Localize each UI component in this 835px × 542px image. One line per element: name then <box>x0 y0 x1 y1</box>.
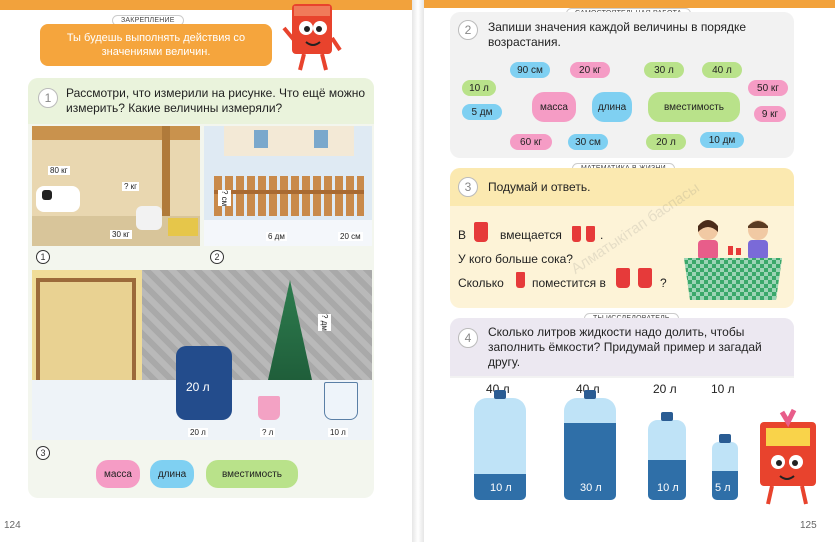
barn-label-3: 30 кг <box>110 230 132 239</box>
task2-number: 2 <box>458 20 478 40</box>
center-capacity-pill: вместимость <box>648 92 740 122</box>
value-pill: 50 кг <box>748 80 788 96</box>
task1-header <box>28 78 374 124</box>
task3-question: Подумай и ответь. <box>488 180 591 194</box>
wall-height-label: ? дм <box>318 314 331 331</box>
pic1-index: 1 <box>36 250 50 264</box>
answer-mass-pill: масса <box>96 460 140 488</box>
bottle-cap-icon <box>719 434 731 443</box>
value-pill: 10 л <box>462 80 496 96</box>
water-bottle-icon <box>564 398 616 500</box>
fence-label-1: ? см <box>218 190 231 207</box>
water-bottle-icon <box>648 420 686 500</box>
task1-number: 1 <box>38 88 58 108</box>
cup-icon <box>586 226 595 242</box>
container-current-label: 30 л <box>580 482 602 494</box>
center-mass-pill: масса <box>532 92 576 122</box>
container-capacity-label: 20 л <box>653 382 677 396</box>
value-pill: 30 см <box>568 134 608 150</box>
pic2-index: 2 <box>210 250 224 264</box>
water-bottle-icon <box>712 442 738 500</box>
pic3-index: 3 <box>36 446 50 460</box>
task3-line3-a: Сколько <box>458 276 504 290</box>
book-mascot-icon <box>282 0 344 81</box>
task2-question: Запиши значения каждой величины в порядк… <box>488 20 747 49</box>
value-pill: 60 кг <box>510 134 552 150</box>
task3-line2: У кого больше сока? <box>458 252 573 266</box>
bottle-cap-icon <box>584 390 596 399</box>
value-pill: 20 л <box>646 134 686 150</box>
container-current-label: 10 л <box>490 482 512 494</box>
white-bucket-icon <box>324 382 358 420</box>
pink-bucket-icon <box>258 396 280 420</box>
task3-line1-b: вмещается <box>500 228 562 242</box>
value-pill: 5 дм <box>462 104 502 120</box>
value-pill: 10 дм <box>700 132 744 148</box>
value-pill: 30 л <box>644 62 684 78</box>
task3-line1-a: В <box>458 228 467 242</box>
jug-icon <box>616 268 630 288</box>
barn-picture: 80 кг ? кг 30 кг <box>32 126 200 246</box>
book-mascot-icon <box>752 408 824 513</box>
white-bucket-label: 10 л <box>328 428 348 437</box>
fence-label-3: 20 см <box>338 232 363 241</box>
answer-capacity-pill: вместимость <box>206 460 298 488</box>
jug-icon <box>474 222 488 242</box>
task3-line3-c: ? <box>660 276 667 290</box>
task3-line3-b: поместится в <box>532 276 606 290</box>
barrel-icon <box>176 346 232 420</box>
page-number-right: 125 <box>800 520 817 531</box>
barn-label-1: 80 кг <box>48 166 70 175</box>
task4-number: 4 <box>458 328 478 348</box>
barrel-label: 20 л <box>186 380 210 394</box>
value-pill: 40 л <box>702 62 742 78</box>
fence-icon <box>214 176 364 216</box>
water-level <box>564 423 616 500</box>
task3-header <box>450 168 794 206</box>
answer-length-pill: длина <box>150 460 194 488</box>
top-orange-bar <box>0 0 412 10</box>
fence-picture: ? см 6 дм 20 см <box>204 126 372 246</box>
value-pill: 9 кг <box>754 106 786 122</box>
container-capacity-label: 10 л <box>711 382 735 396</box>
bottle-cap-icon <box>661 412 673 421</box>
container-current-label: 5 л <box>715 482 731 494</box>
water-level <box>648 460 686 500</box>
bottle-cap-icon <box>494 390 506 399</box>
page-gutter <box>412 0 424 542</box>
kids-table-illustration <box>680 212 786 307</box>
top-orange-bar-right <box>424 0 835 8</box>
pink-bucket-label: ? л <box>260 428 276 437</box>
center-length-pill: длина <box>592 92 632 122</box>
task4-question: Сколько литров жидкости надо долить, что… <box>488 325 762 369</box>
task1-question: Рассмотри, что измерили на рисунке. Что … <box>66 86 366 115</box>
cup-icon <box>516 272 525 288</box>
task4-header <box>450 318 794 376</box>
water-level <box>712 471 738 500</box>
page-number-left: 124 <box>4 520 21 531</box>
task3-number: 3 <box>458 177 478 197</box>
hay-crate <box>168 218 198 236</box>
barn-label-2: ? кг <box>122 182 140 191</box>
goat-icon <box>136 206 162 230</box>
value-pill: 20 кг <box>570 62 610 78</box>
jug-icon <box>638 268 652 288</box>
reinforce-banner: Ты будешь выполнять действия со значения… <box>40 24 272 66</box>
container-current-label: 10 л <box>657 482 679 494</box>
value-pill: 90 см <box>510 62 550 78</box>
cup-icon <box>572 226 581 242</box>
task3-line1-c: . <box>600 228 604 242</box>
winter-picture: 20 л ? дм 20 л ? л 10 л <box>32 270 372 440</box>
water-bottle-icon <box>474 398 526 500</box>
barrel-bottom-label: 20 л <box>188 428 208 437</box>
fence-label-2: 6 дм <box>266 232 287 241</box>
water-level <box>474 474 526 500</box>
